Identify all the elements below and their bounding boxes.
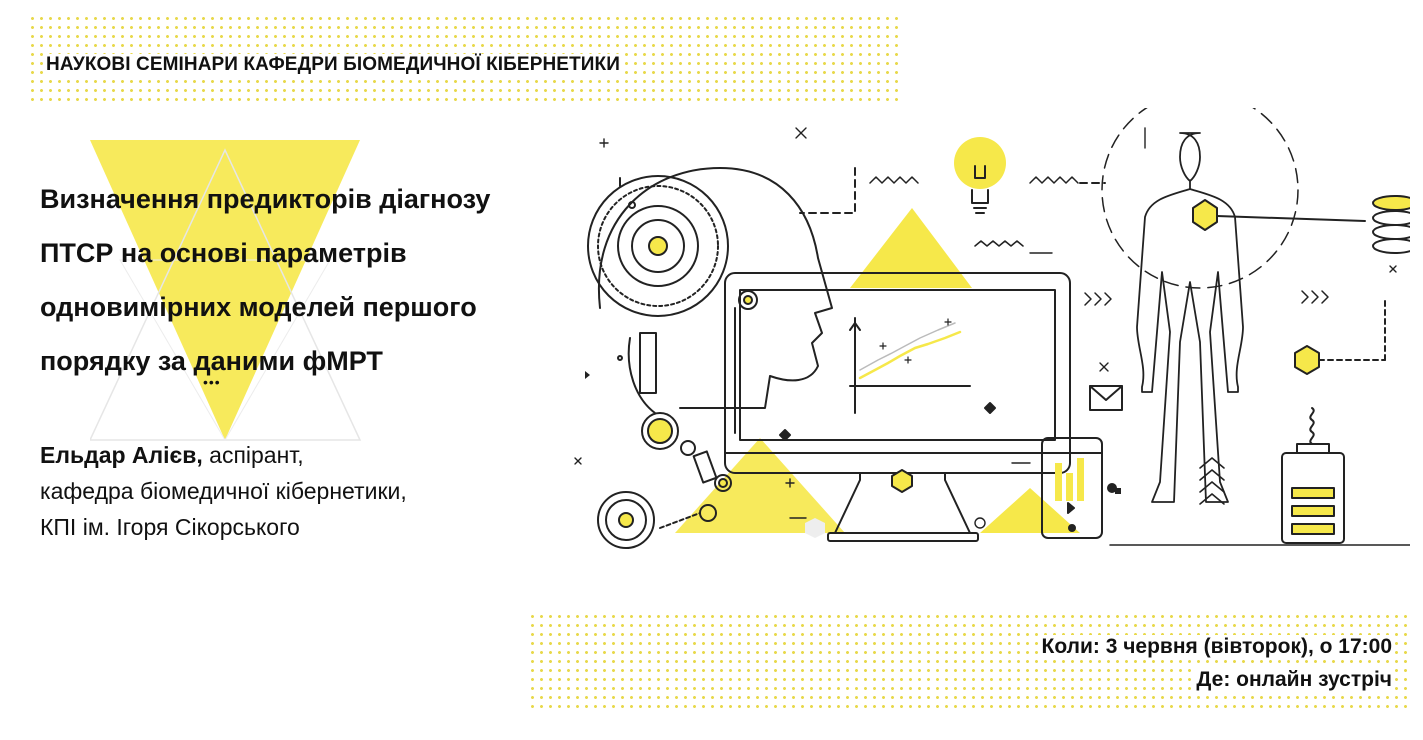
- biomedical-illustration: [574, 108, 1410, 549]
- speaker-university: КПІ ім. Ігоря Сікорського: [40, 514, 300, 540]
- speaker-department: кафедра біомедичної кібернетики,: [40, 478, 407, 504]
- coin-stack-icon: [1372, 195, 1410, 254]
- seminar-series-title: НАУКОВІ СЕМІНАРИ КАФЕДРИ БІОМЕДИЧНОЇ КІБ…: [44, 54, 622, 76]
- human-body-icon: [1101, 108, 1386, 503]
- speaker-name: Ельдар Алієв,: [40, 442, 203, 468]
- ellipsis-decoration: •••: [203, 374, 221, 390]
- phone-icon: [1041, 437, 1103, 539]
- talk-title-line: порядку за даними фМРТ: [40, 346, 383, 376]
- event-where: Де: онлайн зустріч: [1196, 668, 1392, 691]
- event-when-line: Коли: 3 червня (вівторок), о 17:00: [1041, 630, 1392, 663]
- talk-title: Визначення предикторів діагнозу ПТСР на …: [40, 172, 580, 388]
- yellow-triangle: [90, 140, 360, 440]
- chevron-arrows-icon: [1084, 290, 1329, 306]
- wave-line: [869, 176, 919, 184]
- speaker-info: Ельдар Алієв, аспірант, кафедра біомедич…: [40, 437, 407, 545]
- background-triangles: [90, 140, 362, 441]
- event-info: Коли: 3 червня (вівторок), о 17:00 Де: о…: [1041, 630, 1392, 696]
- speaker-line: Ельдар Алієв, аспірант,: [40, 437, 407, 473]
- talk-title-line: одновимірних моделей першого: [40, 292, 477, 322]
- robot-head-icon: [587, 167, 833, 549]
- monitor-icon: [724, 272, 1071, 542]
- talk-title-line: ПТСР на основі параметрів: [40, 238, 407, 268]
- event-when: Коли: 3 червня (вівторок), о 17:00: [1041, 635, 1392, 658]
- yellow-triangle-accent: [980, 488, 1080, 533]
- talk-title-line: Визначення предикторів діагнозу: [40, 184, 491, 214]
- yellow-triangle-accent: [850, 208, 972, 288]
- mail-icon: [1089, 385, 1123, 411]
- battery-icon: [1281, 407, 1345, 544]
- wave-line: [1029, 176, 1079, 184]
- yellow-triangle-accent: [675, 438, 845, 533]
- speaker-role: аспірант,: [202, 442, 304, 468]
- dotted-pattern-bottom: [528, 612, 1413, 712]
- outline-triangle-inner: [119, 259, 331, 441]
- lightbulb-icon: [954, 137, 1006, 214]
- gear-icon: [587, 175, 729, 317]
- event-where-line: Де: онлайн зустріч: [1042, 663, 1392, 696]
